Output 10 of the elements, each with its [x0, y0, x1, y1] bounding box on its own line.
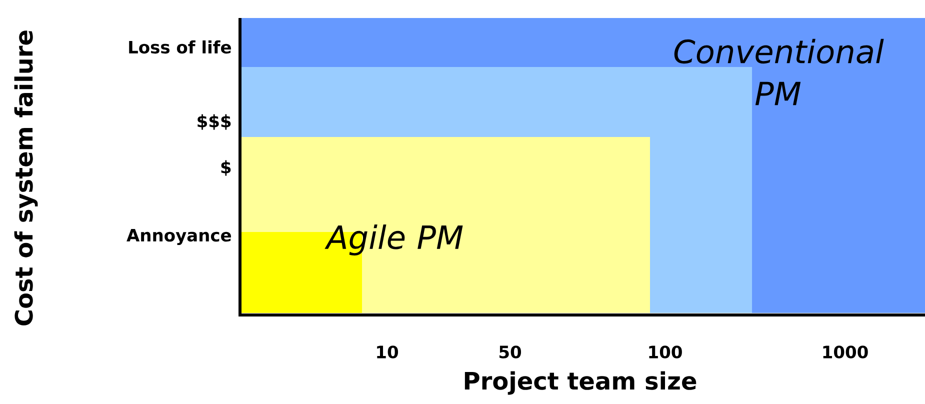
tick-label: $ [221, 160, 231, 176]
region [240, 67, 752, 313]
tick-label: $$$ [198, 114, 231, 130]
tick-label: 10 [377, 346, 398, 358]
tick-label: 50 [500, 346, 522, 358]
tick-label: Loss of life [129, 40, 231, 54]
tick-label: 1000 [823, 346, 868, 358]
tick-label: 100 [649, 346, 682, 358]
axis-title: Cost of system failure [14, 30, 38, 326]
axis-title: Project team size [464, 371, 696, 395]
